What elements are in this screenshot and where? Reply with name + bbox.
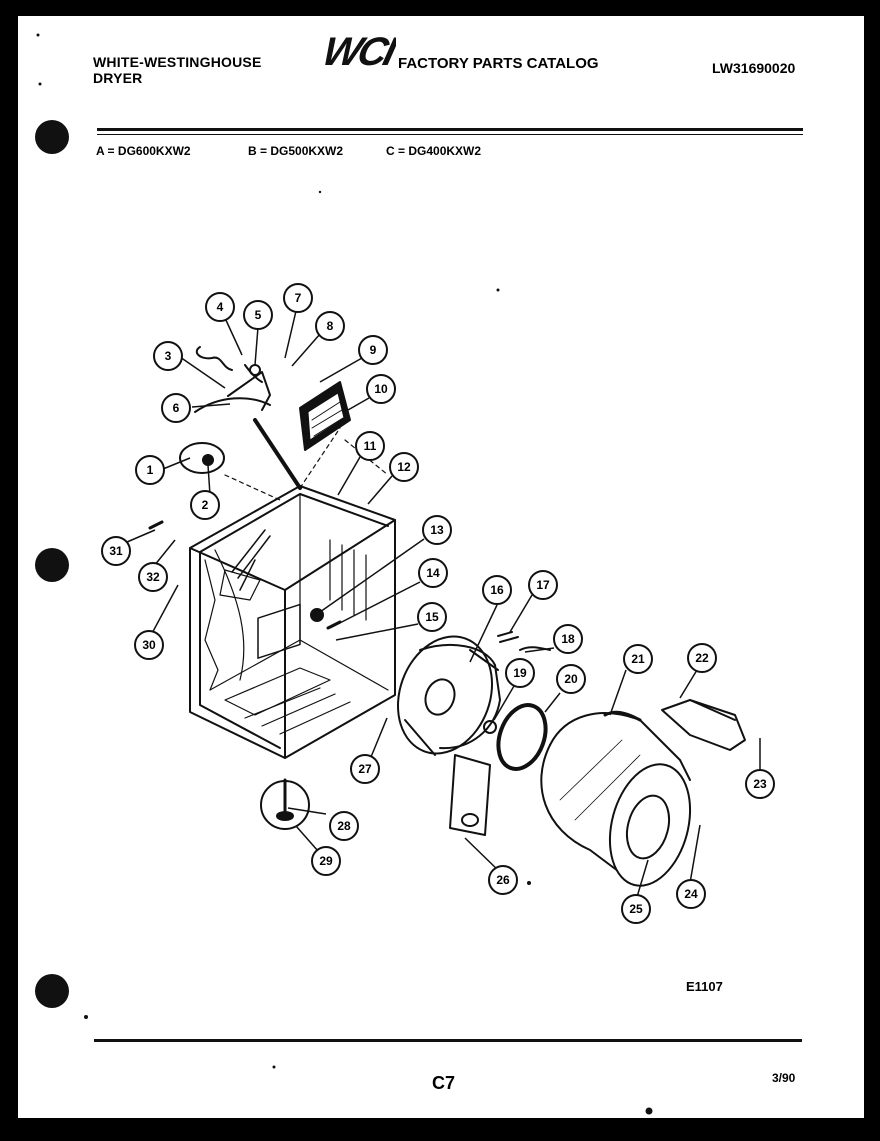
model-b: B = DG500KXW2 — [248, 144, 344, 158]
svg-text:4: 4 — [217, 300, 224, 314]
callout-12: 12 — [389, 452, 419, 482]
svg-text:13: 13 — [430, 523, 444, 537]
binder-hole-bottom — [35, 974, 69, 1008]
svg-text:15: 15 — [425, 610, 439, 624]
svg-text:23: 23 — [753, 777, 767, 791]
callout-32: 32 — [138, 562, 168, 592]
callout-28: 28 — [329, 811, 359, 841]
callout-26: 26 — [488, 865, 518, 895]
brand-name: WHITE-WESTINGHOUSE — [93, 54, 262, 70]
svg-text:14: 14 — [426, 566, 440, 580]
catalog-title: FACTORY PARTS CATALOG — [398, 55, 599, 72]
cabinet-assembly — [189, 485, 396, 759]
binder-hole-top — [35, 120, 69, 154]
callout-8: 8 — [315, 311, 345, 341]
svg-text:7: 7 — [295, 291, 302, 305]
callout-23: 23 — [745, 769, 775, 799]
callout-20: 20 — [556, 664, 586, 694]
header-rule-thin — [97, 134, 803, 135]
callout-13: 13 — [422, 515, 452, 545]
callout-2: 2 — [190, 490, 220, 520]
svg-text:31: 31 — [109, 544, 123, 558]
svg-text:22: 22 — [695, 651, 709, 665]
callout-18: 18 — [553, 624, 583, 654]
figure-code: E1107 — [686, 979, 723, 994]
revision-date: 3/90 — [772, 1071, 796, 1085]
svg-text:11: 11 — [364, 439, 377, 453]
lint-screen — [299, 381, 351, 451]
callout-24: 24 — [676, 879, 706, 909]
svg-text:12: 12 — [397, 460, 411, 474]
wci-logo: WCI — [318, 29, 396, 71]
callout-22: 22 — [687, 643, 717, 673]
base-leveling-leg — [260, 778, 310, 830]
svg-text:28: 28 — [337, 819, 351, 833]
model-c: C = DG400KXW2 — [386, 144, 482, 158]
product-type: DRYER — [93, 70, 143, 86]
svg-text:21: 21 — [631, 652, 645, 666]
svg-text:32: 32 — [146, 570, 160, 584]
lint-trap-assembly — [194, 346, 302, 490]
callout-9: 9 — [358, 335, 388, 365]
callout-29: 29 — [311, 846, 341, 876]
callout-labels: 1 2 3 4 5 6 7 8 9 10 11 12 13 14 15 16 1… — [101, 283, 775, 924]
svg-text:1: 1 — [147, 463, 154, 477]
duct-seal — [449, 754, 491, 836]
callout-6: 6 — [161, 393, 191, 423]
callout-16: 16 — [482, 575, 512, 605]
svg-text:29: 29 — [319, 854, 333, 868]
callout-21: 21 — [623, 644, 653, 674]
drum — [540, 710, 692, 887]
wci-logo-text: WCI — [318, 29, 396, 71]
svg-text:27: 27 — [358, 762, 372, 776]
svg-text:18: 18 — [561, 632, 575, 646]
model-a: A = DG600KXW2 — [96, 144, 191, 158]
brand-block: WHITE-WESTINGHOUSE DRYER — [93, 54, 261, 86]
svg-text:16: 16 — [490, 583, 504, 597]
callout-3: 3 — [153, 341, 183, 371]
callout-15: 15 — [417, 602, 447, 632]
svg-text:5: 5 — [255, 308, 262, 322]
callout-30: 30 — [134, 630, 164, 660]
drum-baffle — [661, 699, 746, 751]
header-rule — [97, 128, 803, 131]
binder-hole-middle — [35, 548, 69, 582]
svg-text:24: 24 — [684, 887, 698, 901]
svg-text:3: 3 — [165, 349, 172, 363]
callout-11: 11 — [355, 431, 385, 461]
svg-text:20: 20 — [564, 672, 578, 686]
callout-17: 17 — [528, 570, 558, 600]
callout-19: 19 — [505, 658, 535, 688]
part-number: LW31690020 — [712, 60, 796, 76]
callout-10: 10 — [366, 374, 396, 404]
callout-25: 25 — [621, 894, 651, 924]
svg-text:6: 6 — [173, 401, 180, 415]
svg-text:30: 30 — [142, 638, 156, 652]
callout-27: 27 — [350, 754, 380, 784]
svg-text:19: 19 — [513, 666, 527, 680]
svg-text:25: 25 — [629, 902, 643, 916]
callout-14: 14 — [418, 558, 448, 588]
callout-1: 1 — [135, 455, 165, 485]
drum-gasket — [496, 703, 548, 771]
svg-text:17: 17 — [536, 578, 550, 592]
footer-rule — [94, 1039, 802, 1042]
svg-text:9: 9 — [370, 343, 377, 357]
callout-31: 31 — [101, 536, 131, 566]
page-number: C7 — [432, 1073, 456, 1093]
svg-text:10: 10 — [374, 382, 388, 396]
svg-text:2: 2 — [202, 498, 209, 512]
callout-7: 7 — [283, 283, 313, 313]
svg-text:26: 26 — [496, 873, 510, 887]
callout-5: 5 — [243, 300, 273, 330]
thermostat-cover — [179, 442, 225, 474]
svg-text:8: 8 — [327, 319, 334, 333]
callout-4: 4 — [205, 292, 235, 322]
front-bulkhead — [396, 635, 501, 756]
